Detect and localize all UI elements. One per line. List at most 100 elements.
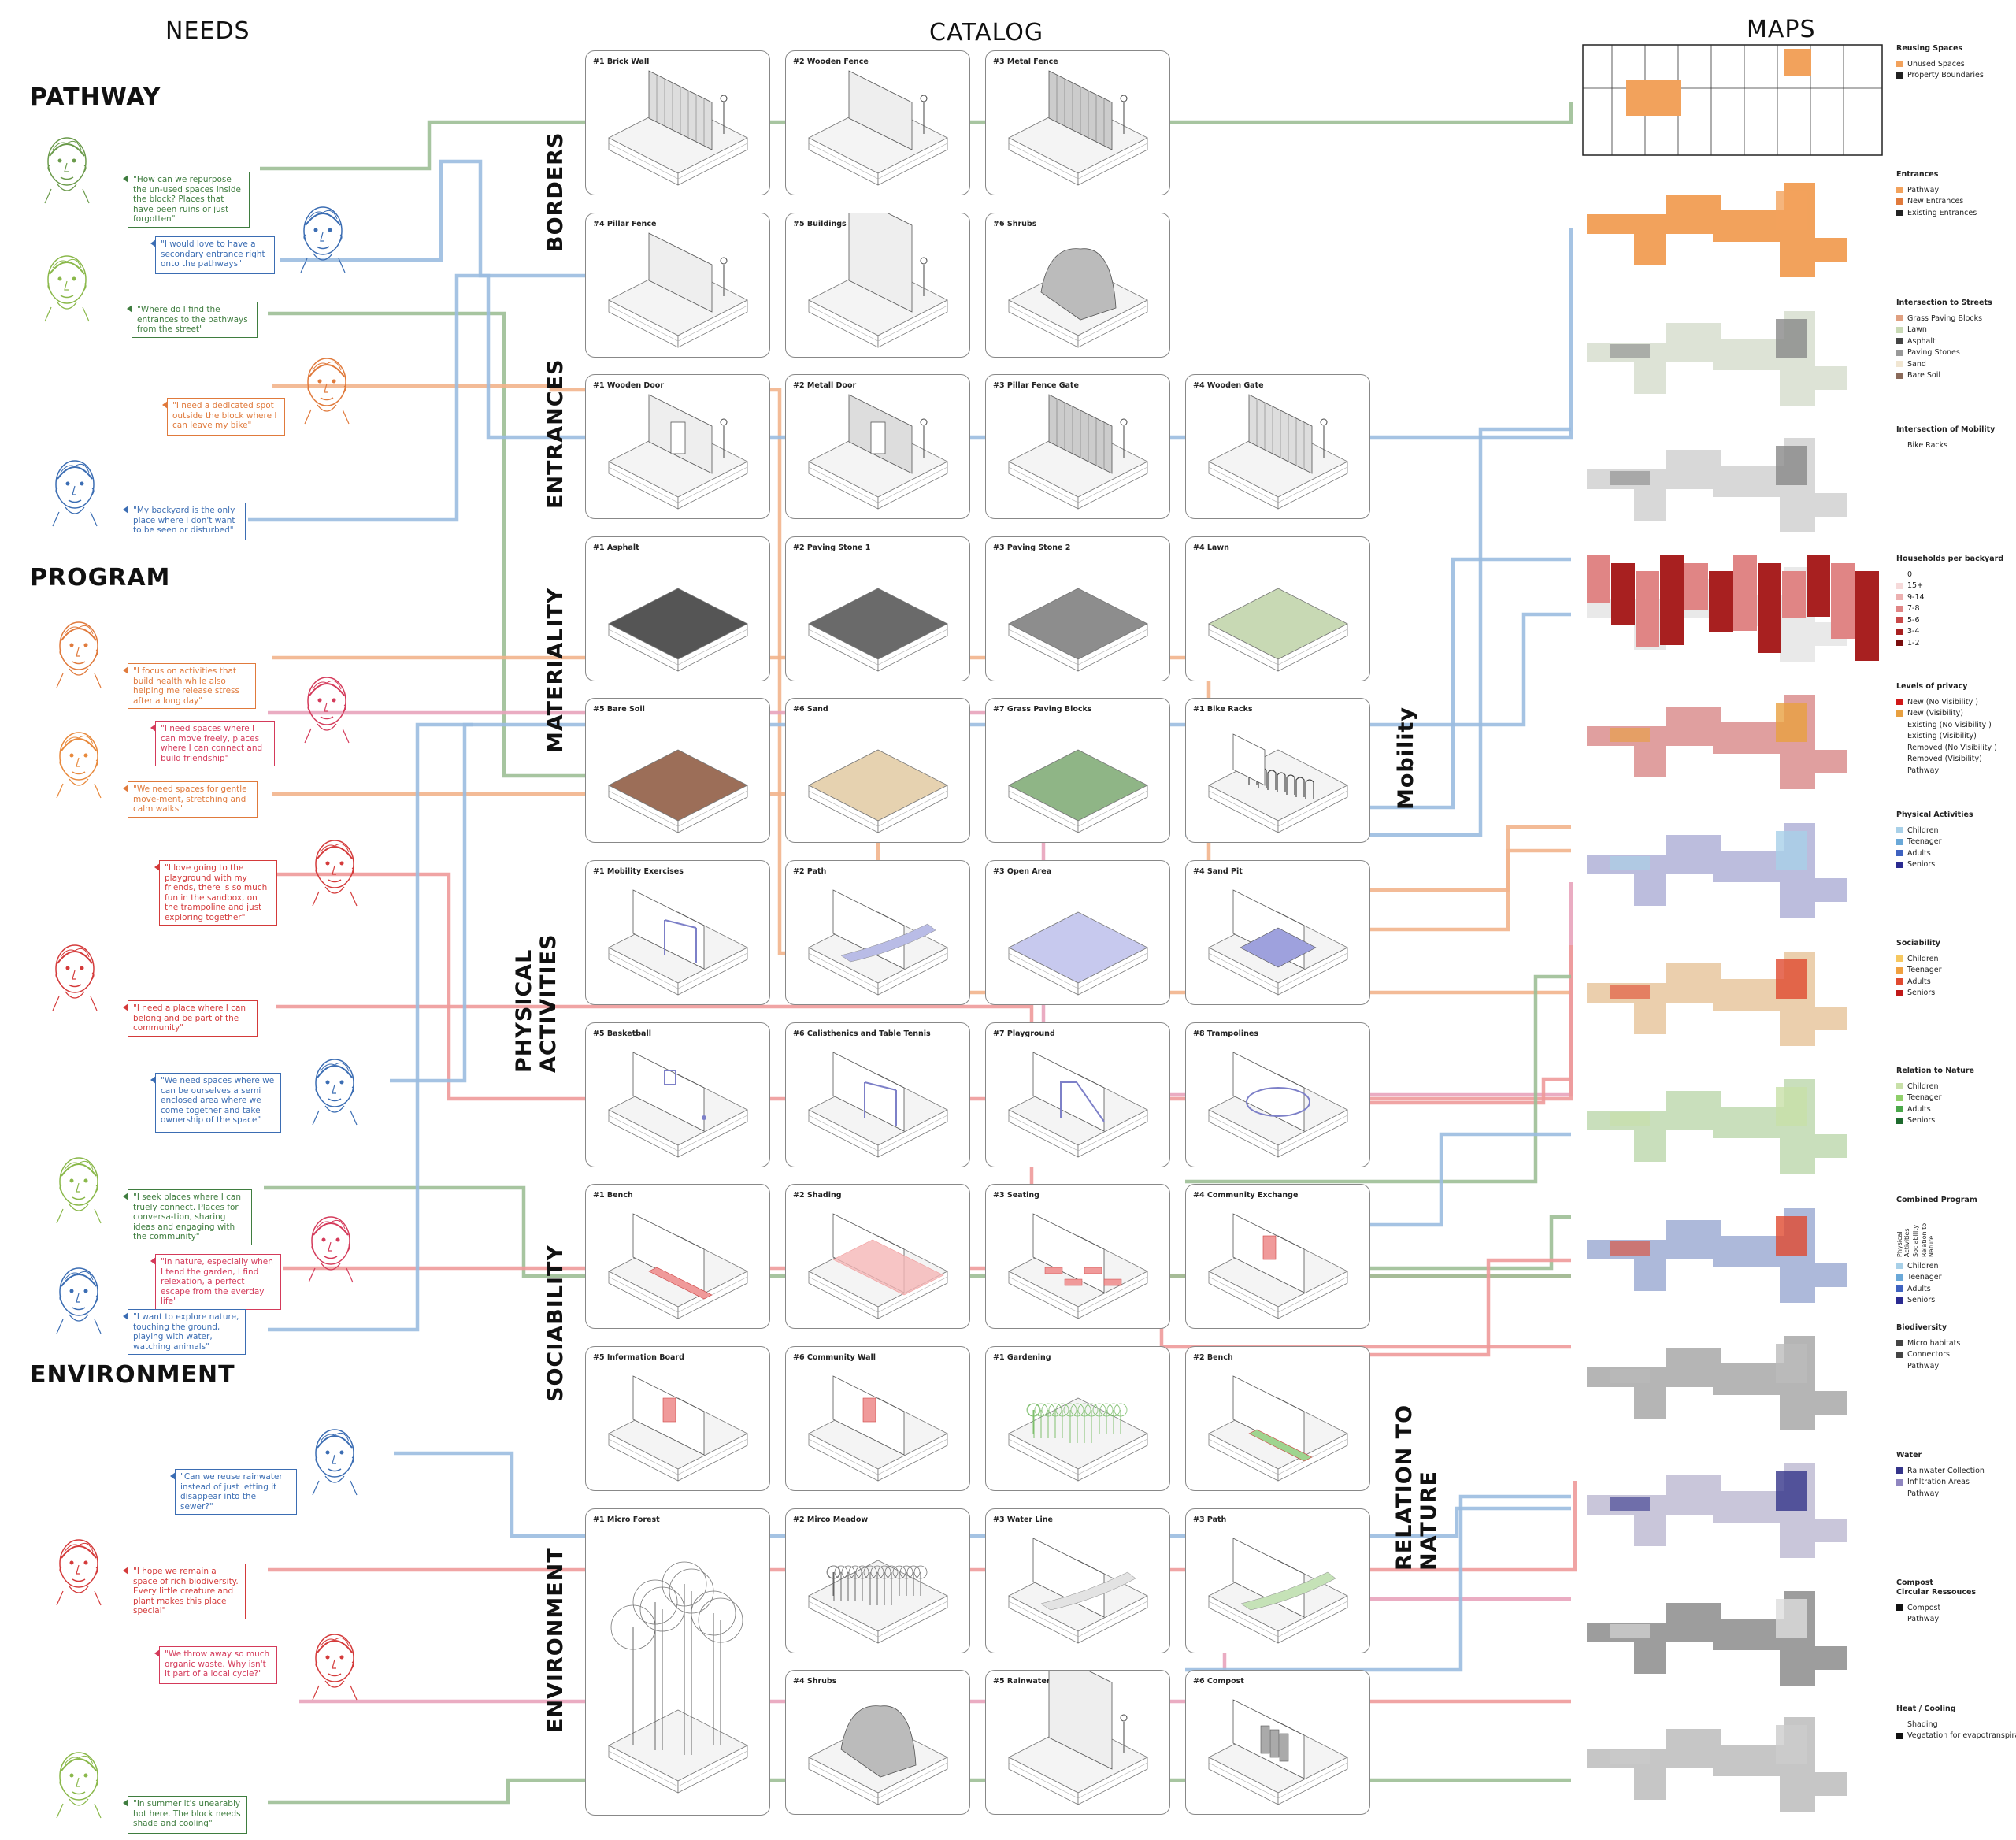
maps-title: MAPS [1747,16,1816,43]
map-legend-item: Asphalt [1896,336,1992,347]
connector-line [280,159,587,278]
legend-swatch [1896,187,1903,194]
legend-swatch [1896,326,1903,333]
map-legend-item: New Entrances [1896,196,1977,208]
catalog-card: #1 Asphalt [585,536,770,681]
face-sketch-icon [56,1267,102,1334]
legend-swatch [1896,315,1903,322]
category-physical-line2: ACTIVITIES [536,933,561,1073]
legend-label: Teenager [1907,837,1942,847]
catalog-illustration [608,1375,748,1482]
legend-swatch [1896,617,1903,624]
legend-label: Pathway [1907,185,1940,195]
catalog-card-title: #5 Bare Soil [593,705,645,714]
legend-swatch [1896,1263,1903,1270]
catalog-illustration [1208,394,1348,510]
catalog-card: #7 Grass Paving Blocks [985,698,1170,843]
catalog-card-title: #6 Community Wall [793,1353,876,1362]
catalog-card: #2 Bench [1185,1346,1370,1491]
map-legend-item: Teenager [1896,965,1942,977]
catalog-card: #1 Wooden Door [585,374,770,519]
catalog-illustration [608,394,748,510]
face-sketch-icon [56,1752,102,1819]
map-legend-item: Shading [1896,1719,2016,1731]
catalog-card-title: #4 Shrubs [793,1677,837,1686]
map-legend-title: Intersection of Mobility [1896,425,1996,434]
catalog-card-title: #4 Lawn [1193,543,1229,552]
legend-label: Teenager [1907,966,1942,975]
catalog-card-title: #4 Pillar Fence [593,220,657,228]
map-legend-item: Pathway [1896,1614,1976,1626]
legend-label: Grass Paving Blocks [1907,313,1983,323]
catalog-card-title: #3 Seating [993,1191,1040,1200]
catalog-illustration [1208,1052,1348,1158]
legend-swatch [1896,1285,1903,1293]
catalog-illustration [808,1375,948,1482]
catalog-card-title: #3 Pillar Fence Gate [993,381,1079,390]
map-legend-item: 5-6 [1896,614,2003,626]
catalog-card: #1 Brick Wall [585,50,770,195]
catalog-card-title: #1 Gardening [993,1353,1051,1362]
quote-bubble: "How can we repurpose the un-used spaces… [123,172,250,228]
catalog-card: #4 Sand Pit [1185,860,1370,1005]
quote-bubble: "I need a dedicated spot outside the blo… [162,398,285,436]
map-legend-title: Water [1896,1451,1922,1460]
catalog-illustration [1008,1397,1148,1482]
catalog-illustration [808,1560,948,1644]
map-legend-title: Heat / Cooling [1896,1705,1956,1713]
catalog-card: #2 Wooden Fence [785,50,970,195]
site-map [1587,183,1847,277]
face-sketch-icon [56,1539,102,1606]
catalog-illustration [808,1213,948,1319]
face-sketch-icon [304,677,350,744]
legend-swatch [1896,210,1903,217]
legend-label: Existing (Visibility) [1907,732,1977,741]
site-map [1587,1336,1847,1430]
map-legend-item: New (No Visibility ) [1896,696,1997,708]
map-legend-item: Children [1896,1081,1974,1092]
map-legend-item: Adults [1896,1104,1974,1115]
catalog-card-title: #2 Path [793,867,827,876]
map-legend-title: Compost Circular Ressouces [1896,1578,1977,1597]
catalog-card-title: #2 Paving Stone 1 [793,543,871,552]
catalog-card-title: #5 Information Board [593,1353,684,1362]
legend-swatch [1896,838,1903,845]
legend-swatch [1896,605,1903,612]
legend-label: Connectors [1907,1350,1950,1360]
catalog-card: #1 Bench [585,1184,770,1329]
map-legend-title: Sociability [1896,939,1940,948]
catalog-card: #2 Path [785,860,970,1005]
connector-line [268,722,472,1332]
legend-swatch [1896,767,1903,774]
legend-swatch [1896,722,1903,729]
section-pathway: PATHWAY [30,83,161,111]
legend-swatch [1896,72,1903,79]
map-legend-item: Pathway [1896,1360,1960,1372]
legend-swatch [1896,1616,1903,1623]
catalog-card-title: #1 Micro Forest [593,1515,660,1524]
catalog-card-title: #5 Rainwater Collection [993,1677,1095,1686]
map-legend-item: Vegetation for evapotranspiration [1896,1731,2016,1742]
catalog-card-title: #1 Bench [593,1191,633,1200]
catalog-card-title: #3 Water Line [993,1515,1053,1524]
map-legend-item: Compost [1896,1602,1976,1614]
catalog-card: #3 Water Line [985,1508,1170,1653]
map-legend-subheader: Sociability [1912,1224,1919,1257]
legend-label: Existing Entrances [1907,208,1977,217]
catalog-illustration [808,588,948,672]
map-legend-item: Seniors [1896,859,1973,871]
legend-label: Unused Spaces [1907,59,1965,69]
face-sketch-icon [312,1059,358,1126]
map-legend-item: Bike Racks [1896,440,1995,451]
catalog-card-title: #1 Wooden Door [593,381,665,390]
catalog-card: #3 Pillar Fence Gate [985,374,1170,519]
map-legend-item: Pathway [1896,184,1977,196]
site-map [1587,823,1847,918]
map-legend-item: 0 [1896,569,2003,581]
catalog-card: #1 Mobility Exercises [585,860,770,1005]
